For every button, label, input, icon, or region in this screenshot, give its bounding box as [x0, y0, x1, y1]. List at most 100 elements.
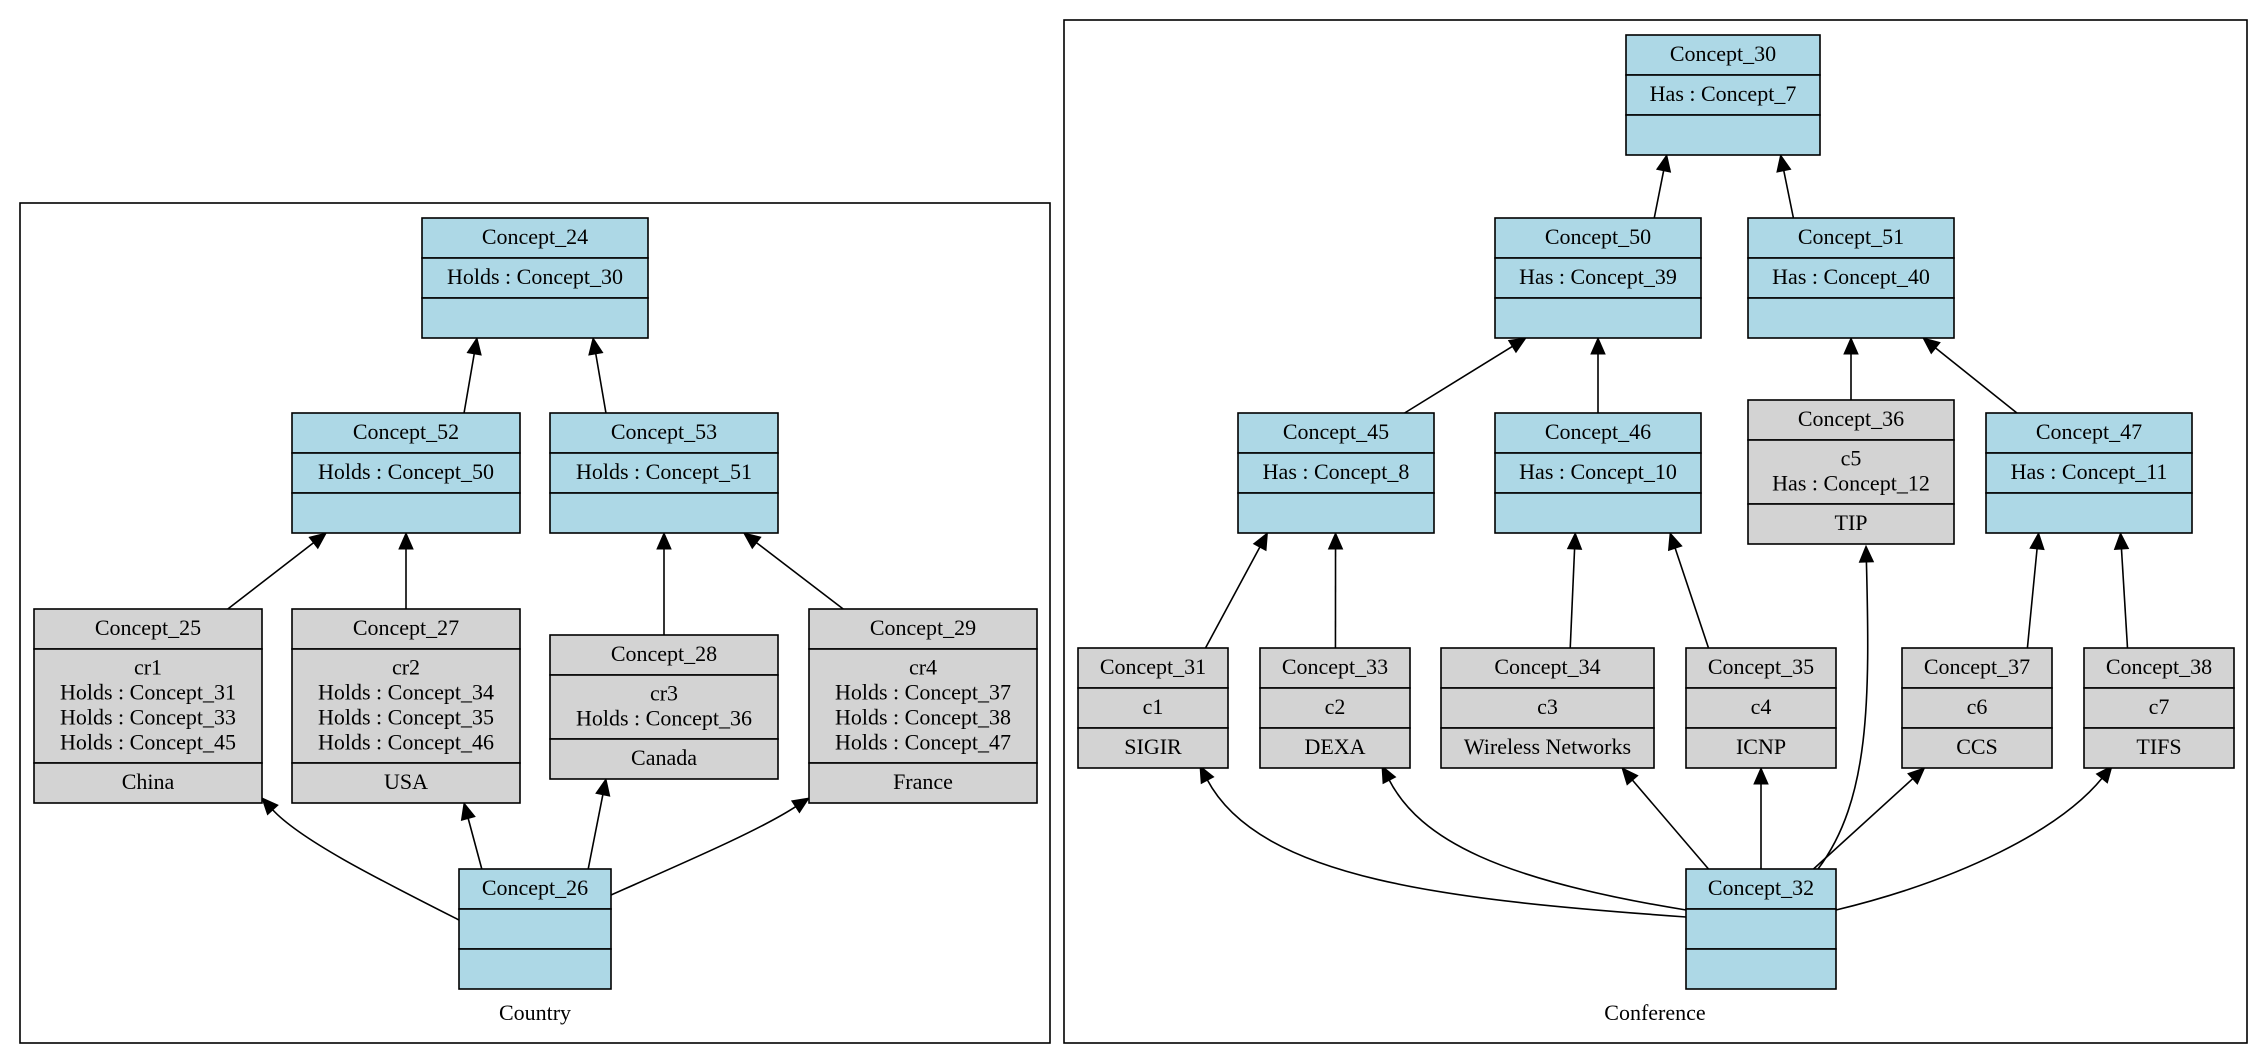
node-c27-attrs-text: Holds : Concept_34: [318, 680, 494, 705]
node-c30-title-cell: [1625, 34, 1821, 76]
node-c29-attrs-text: Holds : Concept_37: [835, 680, 1011, 705]
arrowhead-c35-to-c46: [1667, 531, 1683, 552]
node-c30-title-text: Concept_30: [1670, 41, 1776, 66]
node-c33-title-cell: [1259, 647, 1411, 689]
node-c26[interactable]: Concept_26: [458, 868, 612, 990]
node-c52-attrs-text: Holds : Concept_50: [318, 459, 494, 484]
node-c25-attrs-text: Holds : Concept_45: [60, 730, 236, 755]
node-c24-attrs-cell: [421, 257, 649, 299]
node-c31-title-text: Concept_31: [1100, 654, 1206, 679]
node-c36-attrs-text: c5: [1841, 446, 1862, 471]
edge-c32-to-c38: [1835, 777, 2104, 911]
edge-c38-to-c47: [2120, 547, 2129, 649]
node-c38-title-cell: [2083, 647, 2235, 689]
node-c34-attrs-text: c3: [1537, 694, 1558, 719]
arrowhead-c32-to-c37: [1907, 767, 1926, 785]
node-c45-title-text: Concept_45: [1283, 419, 1389, 444]
edge-c37-to-c47: [2026, 547, 2038, 649]
node-c37-attrs-text: c6: [1967, 694, 1988, 719]
node-c52-extra-cell: [291, 492, 521, 534]
node-c25-extra-cell: [33, 762, 263, 804]
conference-cluster: Conference: [1063, 19, 2248, 1044]
arrowhead-c51-to-c30: [1776, 153, 1792, 173]
node-c50-attrs-text: Has : Concept_39: [1519, 264, 1677, 289]
arrowhead-c33-to-c45: [1327, 531, 1344, 550]
arrowhead-c25-to-c52: [308, 532, 328, 550]
node-c52-attrs-cell: [291, 452, 521, 494]
node-c51-extra-cell: [1747, 297, 1955, 339]
edge-c29-to-c53: [755, 541, 844, 610]
node-c34-attrs-cell: [1440, 687, 1655, 729]
arrowhead-c45-to-c50: [1507, 337, 1527, 354]
node-c35-extra-text: ICNP: [1736, 734, 1786, 759]
node-c32-attrs-cell: [1685, 908, 1837, 950]
node-c35-attrs-cell: [1685, 687, 1837, 729]
node-c45-title-cell: [1237, 412, 1435, 454]
node-c30-attrs-cell: [1625, 74, 1821, 116]
node-c38-extra-text: TIFS: [2136, 734, 2181, 759]
node-c26-title-text: Concept_26: [482, 875, 588, 900]
country-cluster-frame: [19, 202, 1051, 1044]
node-c25-extra-text: China: [122, 769, 175, 794]
edge-c31-to-c45: [1204, 545, 1261, 649]
country-cluster: Country: [19, 202, 1051, 1044]
node-c28-attrs-cell: [549, 674, 779, 740]
node-c24-title-text: Concept_24: [482, 224, 588, 249]
node-c47-attrs-text: Has : Concept_11: [2011, 459, 2168, 484]
node-c37-title-cell: [1901, 647, 2053, 689]
edge-c26-to-c25: [271, 808, 460, 921]
arrowhead-c26-to-c25: [261, 797, 279, 816]
node-c36-title-text: Concept_36: [1798, 406, 1904, 431]
conference-cluster-label: Conference: [1604, 1000, 1705, 1025]
node-c34-title-cell: [1440, 647, 1655, 689]
node-c28-extra-text: Canada: [631, 745, 697, 770]
node-c36-attrs-cell: [1747, 439, 1955, 505]
node-c35-attrs-text: c4: [1751, 694, 1772, 719]
node-c28-attrs-text: cr3: [650, 681, 678, 706]
node-c51-attrs-cell: [1747, 257, 1955, 299]
node-c34-title-text: Concept_34: [1494, 654, 1600, 679]
node-c46-title-text: Concept_46: [1545, 419, 1651, 444]
node-c51-attrs-text: Has : Concept_40: [1772, 264, 1930, 289]
node-c31-title-cell: [1077, 647, 1229, 689]
node-c33-title-text: Concept_33: [1282, 654, 1388, 679]
node-c47-attrs-cell: [1985, 452, 2193, 494]
edge-layer: [227, 153, 2130, 921]
node-c32[interactable]: Concept_32: [1685, 868, 1837, 990]
arrowhead-c32-to-c31: [1199, 764, 1215, 785]
arrowhead-c26-to-c28: [595, 777, 611, 797]
node-c27-title-text: Concept_27: [353, 615, 459, 640]
node-c46-title-cell: [1494, 412, 1702, 454]
node-c52-title-cell: [291, 412, 521, 454]
node-c53-title-text: Concept_53: [611, 419, 717, 444]
node-c38-attrs-text: c7: [2149, 694, 2170, 719]
node-c29-title-cell: [808, 608, 1038, 650]
node-c29-title-text: Concept_29: [870, 615, 976, 640]
edge-c32-to-c31: [1206, 778, 1687, 918]
node-c25-title-cell: [33, 608, 263, 650]
node-c27-attrs-text: cr2: [392, 655, 420, 680]
edge-c26-to-c28: [587, 793, 604, 870]
node-c27-extra-text: USA: [384, 769, 428, 794]
